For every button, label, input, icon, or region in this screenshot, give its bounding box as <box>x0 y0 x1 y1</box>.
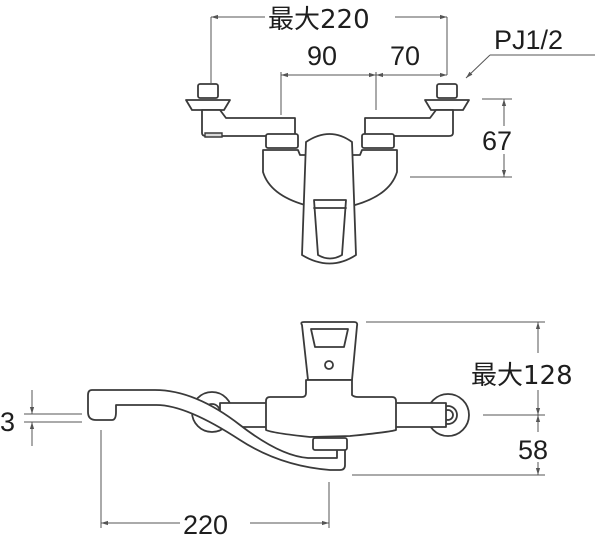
right-inlet-elbow <box>361 83 470 149</box>
top-view: 最大220 90 70 PJ1/2 67 <box>185 5 595 265</box>
lower-height-label: 58 <box>518 435 548 465</box>
dimension-depth: 67 <box>410 98 512 178</box>
depth-label: 67 <box>482 126 512 156</box>
thread-callout: PJ1/2 <box>465 25 595 79</box>
dimension-spout-reach: 220 <box>100 430 330 540</box>
dimension-spacing: 90 70 <box>280 41 447 115</box>
dimension-spout-gap: 3 <box>0 390 82 446</box>
dimension-max-height: 最大128 <box>366 321 573 415</box>
spout-gap-label: 3 <box>0 407 15 437</box>
overall-width-label: 最大220 <box>268 5 370 35</box>
side-view: 最大128 58 3 220 <box>0 321 573 540</box>
right-spacing-label: 70 <box>390 41 420 71</box>
side-lever-handle <box>300 321 359 381</box>
dimension-lower-height: 58 <box>352 414 548 476</box>
spout <box>87 389 346 471</box>
left-spacing-label: 90 <box>307 41 337 71</box>
side-body <box>265 379 397 438</box>
dimension-overall-width: 最大220 <box>210 5 448 85</box>
max-height-label: 最大128 <box>471 361 573 391</box>
left-inlet-elbow <box>185 83 299 149</box>
thread-label: PJ1/2 <box>494 25 563 55</box>
lever-handle <box>301 133 357 265</box>
spout-reach-label: 220 <box>183 510 228 540</box>
